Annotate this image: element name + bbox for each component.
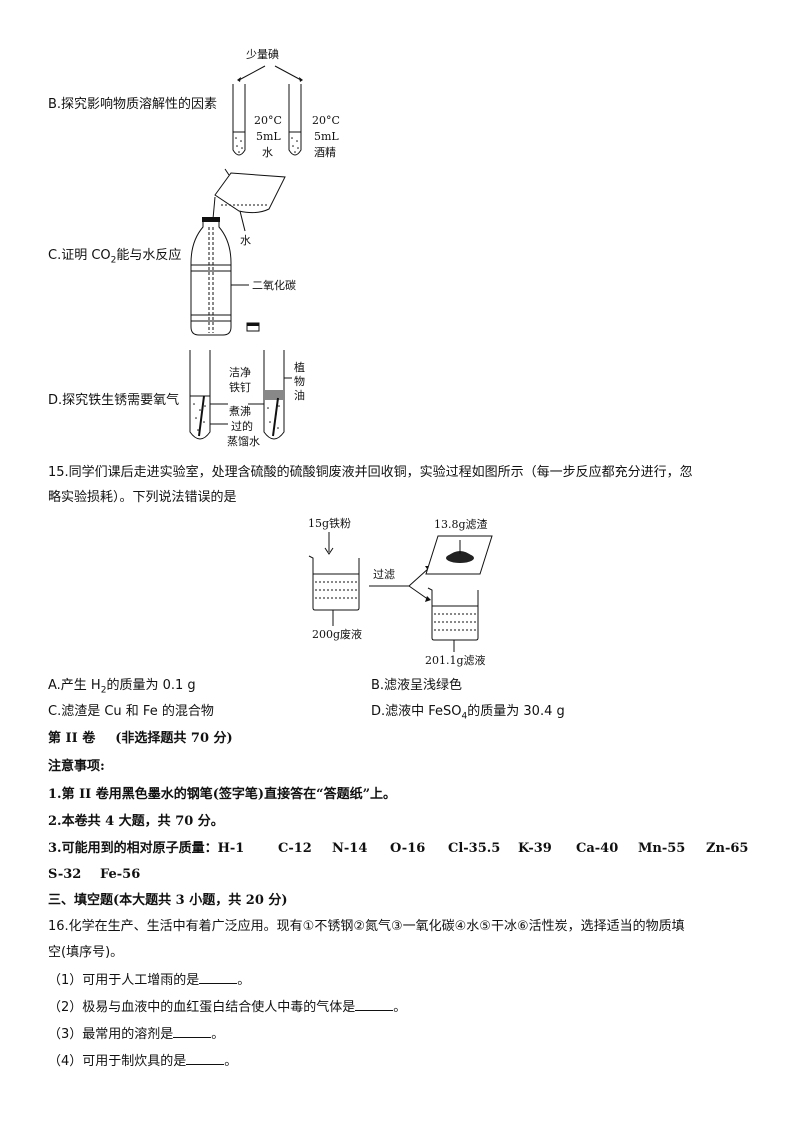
- tube2-solvent: 酒精: [314, 146, 336, 159]
- iodine-label: 少量碘: [246, 48, 279, 61]
- q16-stem-line2: 空(填序号)。: [48, 945, 124, 960]
- tube2-temp: 20°C: [312, 114, 340, 127]
- atomic-mass-s: S-32: [48, 867, 82, 882]
- co2-bottle-apparatus: [190, 168, 286, 336]
- filter-label: 过滤: [373, 568, 395, 581]
- q16-stem-line1: 16.化学在生产、生活中有着广泛应用。现有①不锈钢②氮气③一氧化碳④水⑤干冰⑥活…: [48, 919, 685, 934]
- q16-sub2: （2）极易与血液中的血红蛋白结合使人中毒的气体是。: [48, 998, 407, 1015]
- q16-sub1: （1）可用于人工增雨的是。: [48, 971, 251, 988]
- q15-stem-line2: 略实验损耗）。下列说法错误的是: [48, 490, 237, 505]
- atomic-mass-k: K-39: [518, 841, 552, 856]
- waste-liquid-label: 200g废液: [312, 628, 363, 641]
- atomic-mass-o: O-16: [390, 841, 426, 856]
- nail-label-2: 铁钉: [229, 381, 251, 394]
- boiled-water-label-2: 过的: [231, 420, 253, 433]
- q15-option-a: A.产生 H2的质量为 0.1 g: [48, 678, 196, 696]
- dissolution-apparatus: [232, 65, 303, 156]
- tube1-solvent: 水: [262, 146, 273, 159]
- tube1-volume: 5mL: [256, 130, 281, 143]
- notice-item-2: 2.本卷共 4 大题，共 70 分。: [48, 814, 224, 829]
- part2-title: 第 II 卷(非选择题共 70 分): [48, 731, 233, 746]
- atomic-mass-cl: Cl-35.5: [448, 841, 501, 856]
- answer-blank-2[interactable]: [355, 998, 394, 1011]
- boiled-water-label-3: 蒸馏水: [227, 435, 260, 448]
- atomic-mass-zn: Zn-65: [706, 841, 749, 856]
- answer-blank-1[interactable]: [199, 971, 238, 984]
- rust-experiment-apparatus: [189, 350, 292, 440]
- oil-label-2: 物: [294, 375, 305, 388]
- iron-powder-label: 15g铁粉: [308, 517, 352, 530]
- atomic-mass-fe: Fe-56: [100, 867, 141, 882]
- atomic-mass-mn: Mn-55: [638, 841, 686, 856]
- filtrate-label: 201.1g滤液: [425, 654, 486, 667]
- atomic-mass-c: C-12: [278, 841, 312, 856]
- option-d-label: D.探究铁生锈需要氧气: [48, 393, 180, 408]
- tube2-volume: 5mL: [314, 130, 339, 143]
- boiled-water-label-1: 煮沸: [229, 405, 251, 418]
- oil-label-3: 油: [294, 389, 305, 402]
- oil-label-1: 植: [294, 361, 305, 374]
- q15-option-d: D.滤液中 FeSO4的质量为 30.4 g: [371, 704, 565, 722]
- q15-option-b: B.滤液呈浅绿色: [371, 678, 463, 693]
- answer-blank-4[interactable]: [186, 1052, 225, 1065]
- nail-label-1: 洁净: [229, 366, 251, 379]
- notice-item-1: 1.第 II 卷用黑色墨水的钢笔(签字笔)直接答在“答题纸”上。: [48, 787, 397, 802]
- section3-title: 三、填空题(本大题共 3 小题，共 20 分): [48, 893, 288, 908]
- q16-sub3: （3）最常用的溶剂是。: [48, 1025, 225, 1042]
- atomic-mass-ca: Ca-40: [576, 841, 619, 856]
- option-b-label: B.探究影响物质溶解性的因素: [48, 97, 218, 112]
- tube1-temp: 20°C: [254, 114, 282, 127]
- q15-stem-line1: 15.同学们课后走进实验室，处理含硫酸的硫酸铜废液并回收铜，实验过程如图所示（每…: [48, 465, 693, 480]
- option-c-label: C.证明 CO2能与水反应: [48, 248, 182, 266]
- answer-blank-3[interactable]: [173, 1025, 212, 1038]
- notice-item-3: 3.可能用到的相对原子质量：H-1: [48, 841, 245, 856]
- atomic-mass-n: N-14: [332, 841, 368, 856]
- notice-heading: 注意事项:: [48, 759, 105, 774]
- q15-option-c: C.滤渣是 Cu 和 Fe 的混合物: [48, 704, 214, 719]
- residue-and-filtrate: [425, 535, 493, 652]
- residue-label: 13.8g滤渣: [434, 518, 488, 531]
- q16-sub4: （4）可用于制炊具的是。: [48, 1052, 238, 1069]
- water-label-c: 水: [240, 234, 251, 247]
- co2-label: 二氧化碳: [252, 279, 296, 292]
